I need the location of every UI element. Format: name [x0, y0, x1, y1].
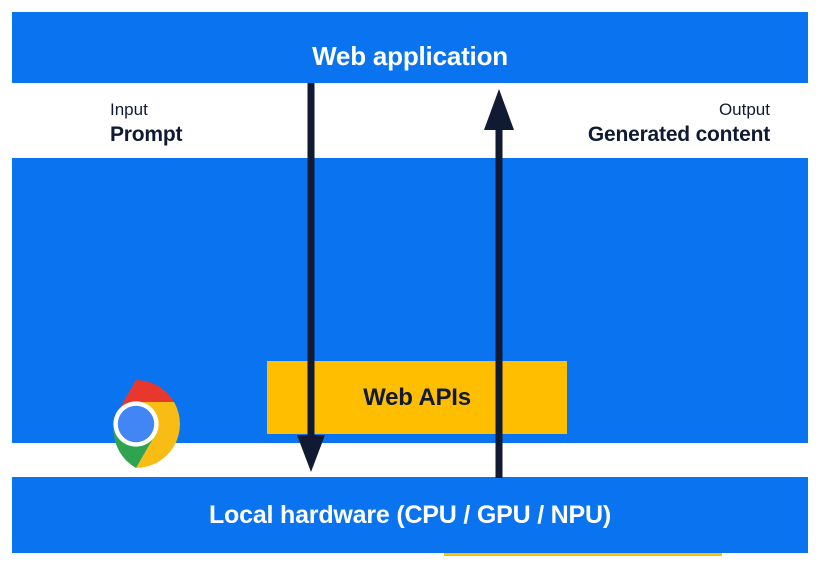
flow-label-input-value: Prompt [110, 123, 183, 146]
browser-identity-group: Browser [74, 380, 198, 540]
flow-label-output-value: Generated content [587, 123, 770, 146]
flow-label-output: Output Generated content [588, 99, 770, 148]
layer-local-hardware: Local hardware (CPU / GPU / NPU) [12, 477, 808, 553]
layer-local-hardware-label: Local hardware (CPU / GPU / NPU) [208, 501, 611, 529]
box-web-apis[interactable]: Web APIs [267, 361, 567, 434]
flow-label-input-kicker: Input [110, 100, 148, 119]
chrome-logo-icon [113, 380, 180, 468]
layer-browser: Browser Web APIs Built-in models and run… [12, 158, 808, 556]
arrow-down-icon [297, 83, 325, 472]
arrow-up-icon [484, 89, 514, 478]
layer-web-application: Web application [12, 12, 808, 83]
flow-label-input: Input Prompt [110, 99, 183, 148]
layer-web-application-label: Web application [312, 41, 508, 71]
flow-label-output-kicker: Output [718, 100, 770, 119]
